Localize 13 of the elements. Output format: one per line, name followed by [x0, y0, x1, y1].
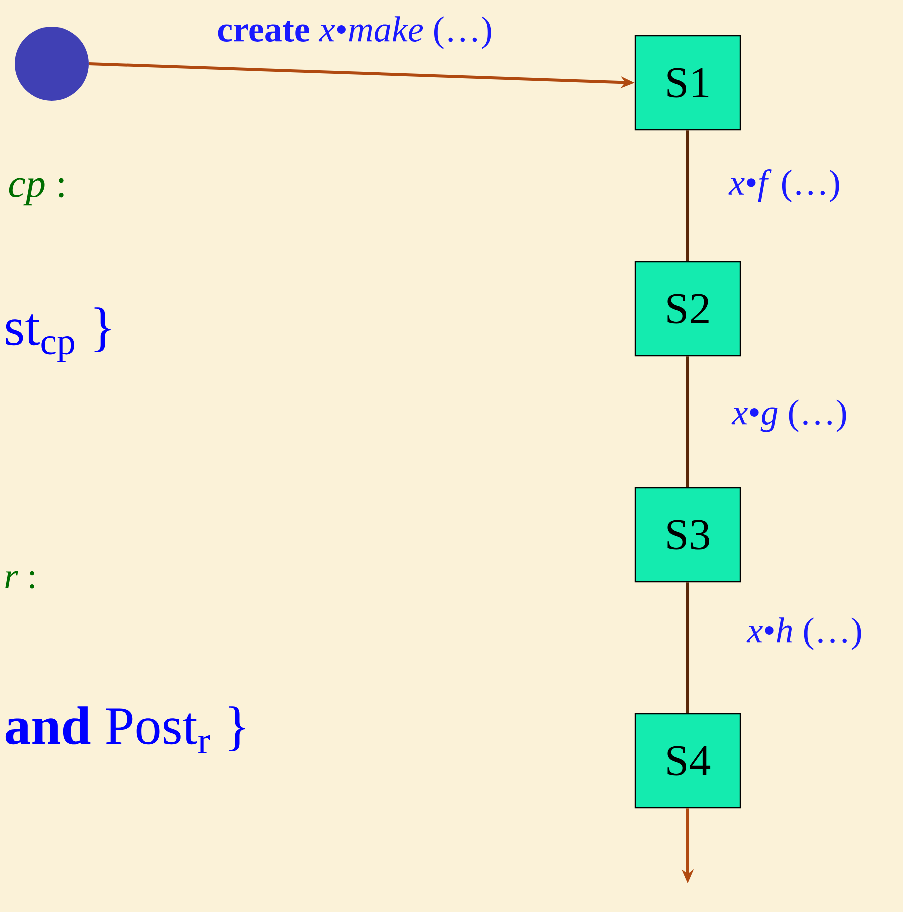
state-box: S4	[634, 713, 742, 809]
formula-text: and Post$_{r}$ }	[6, 706, 246, 754]
edge-label: x•f (…)	[728, 168, 842, 204]
start-dot	[15, 27, 89, 101]
edge-label: x•h (…)	[746, 616, 864, 652]
formula-text: st$_{cp}$ }	[6, 308, 111, 362]
state-box: S1	[634, 35, 742, 131]
formula-text: r :	[6, 571, 34, 589]
formula-text: cp :	[9, 178, 64, 206]
state-box: S3	[634, 487, 742, 583]
state-box: S2	[634, 261, 742, 357]
edge-label: create x•make (…)	[216, 16, 494, 50]
edge-label: x•g (…)	[731, 398, 849, 434]
